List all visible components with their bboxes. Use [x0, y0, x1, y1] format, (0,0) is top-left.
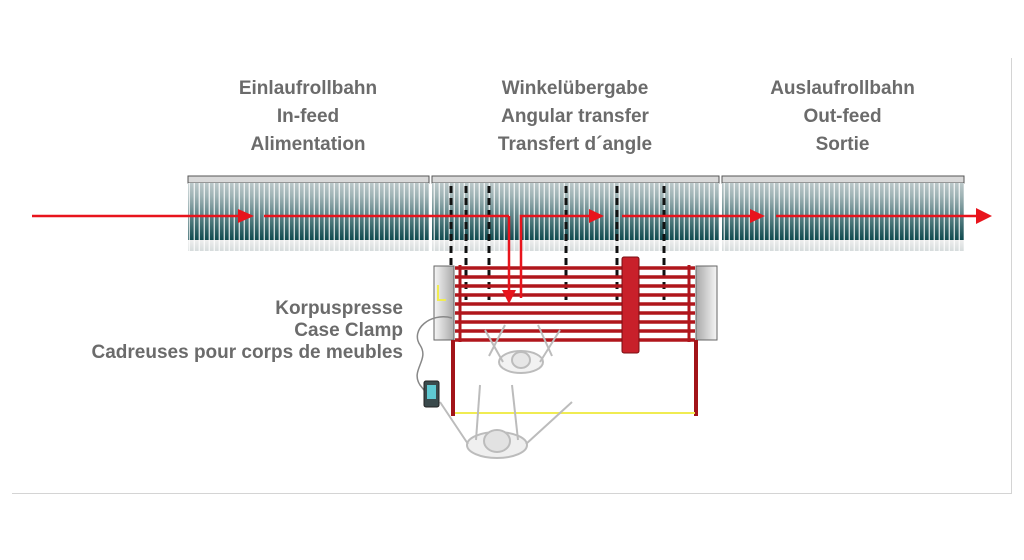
flow-arrows: [32, 214, 980, 298]
infeed-title-fr: Alimentation: [250, 134, 366, 155]
angular-title-en: Angular transfer: [501, 106, 649, 127]
frame-border-bottom: [12, 493, 1012, 494]
arrow-heads: [238, 208, 992, 304]
infeed-title-en: In-feed: [276, 106, 340, 127]
infeed-title-de: Einlaufrollbahn: [238, 78, 378, 99]
arrow-head-1: [238, 209, 254, 223]
frame-border-right: [1011, 58, 1012, 494]
arrow-head-5: [976, 208, 992, 224]
angular-title-de: Winkelübergabe: [501, 78, 649, 99]
operator-figure: [439, 324, 573, 459]
angular-title-fr: Transfert d´angle: [497, 134, 653, 155]
station-title-fr: Cadreuses pour corps de meubles: [91, 342, 404, 363]
clamp-bars: [455, 266, 695, 342]
case-clamp: [433, 256, 718, 416]
infeed-title: Einlaufrollbahn In-feed Alimentation: [198, 75, 418, 159]
angular-transfer-conveyor: [431, 175, 720, 251]
angular-transfer-title: Winkelübergabe Angular transfer Transfer…: [460, 75, 690, 159]
control-panel: [416, 316, 453, 408]
case-clamp-label: Korpuspresse Case Clamp Cadreuses pour c…: [20, 298, 404, 364]
arrow-head-3: [589, 209, 604, 223]
arrow-head-4: [750, 209, 765, 223]
outfeed-title: Auslaufrollbahn Out-feed Sortie: [735, 75, 950, 159]
station-title-en: Case Clamp: [294, 320, 403, 341]
outfeed-title-fr: Sortie: [815, 134, 870, 155]
outfeed-title-en: Out-feed: [803, 106, 882, 127]
arrow-head-2: [502, 290, 516, 304]
outfeed-title-de: Auslaufrollbahn: [770, 78, 915, 99]
transfer-chains: [449, 186, 666, 300]
station-title-de: Korpuspresse: [275, 298, 403, 319]
infeed-conveyor: [187, 175, 430, 251]
